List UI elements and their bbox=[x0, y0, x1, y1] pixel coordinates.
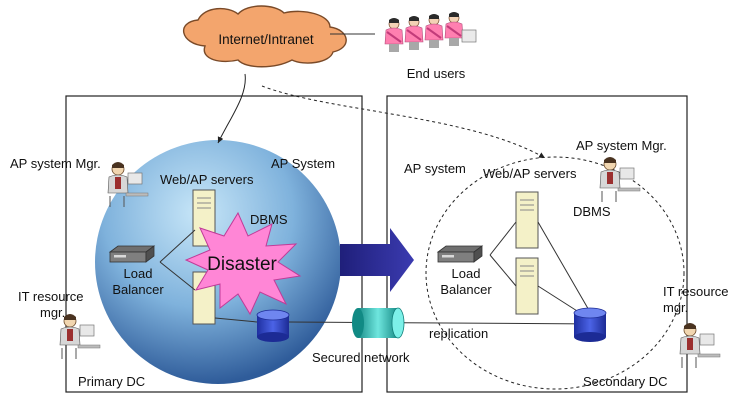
disaster-burst: Disaster bbox=[184, 211, 302, 316]
secondary-lb-label-2: Balancer bbox=[440, 282, 492, 297]
user-figure-3 bbox=[424, 13, 444, 49]
secondary-dbms-label: DBMS bbox=[573, 204, 611, 219]
secondary-db-icon bbox=[573, 307, 607, 342]
failover-arrow bbox=[340, 228, 414, 292]
secondary-server1-db-link bbox=[537, 221, 591, 313]
user-monitor-icon bbox=[461, 29, 477, 43]
secondary-ap-system-mgr-figure bbox=[599, 156, 641, 203]
secondary-it-resource-mgr-label-1: IT resource bbox=[663, 284, 729, 299]
primary-ap-system-mgr-label: AP system Mgr. bbox=[10, 156, 101, 171]
user-figure-4 bbox=[444, 11, 464, 47]
primary-ap-system-label: AP System bbox=[271, 156, 335, 171]
internet-to-primary-arrow bbox=[217, 73, 246, 144]
primary-it-resource-mgr-label-2: mgr. bbox=[40, 305, 65, 320]
secured-network-cylinder-icon bbox=[352, 307, 405, 339]
primary-lb-label-2: Balancer bbox=[112, 282, 164, 297]
primary-load-balancer-icon bbox=[109, 245, 155, 263]
primary-dbms-label: DBMS bbox=[250, 212, 288, 227]
primary-lb-label-1: Load bbox=[124, 266, 153, 281]
secondary-server-1 bbox=[515, 191, 539, 249]
primary-it-resource-mgr-label-1: IT resource bbox=[18, 289, 84, 304]
primary-lb-link-1 bbox=[159, 229, 196, 263]
internet-to-secondary-dashed-arrow bbox=[261, 85, 546, 159]
internet-label: Internet/Intranet bbox=[218, 32, 314, 47]
secondary-load-balancer-icon bbox=[437, 245, 483, 263]
secondary-ap-system-mgr-label: AP system Mgr. bbox=[576, 138, 667, 153]
cloud-internet: Internet/Intranet bbox=[182, 5, 347, 68]
secondary-web-ap-servers-label: Web/AP servers bbox=[483, 166, 577, 181]
secondary-server-2 bbox=[515, 257, 539, 315]
primary-db-icon bbox=[256, 309, 290, 342]
end-users-group: End users bbox=[330, 11, 477, 81]
secondary-ap-system-circle bbox=[425, 156, 685, 390]
disaster-label: Disaster bbox=[207, 254, 277, 275]
secondary-dc-label: Secondary DC bbox=[583, 374, 668, 389]
user-figure-2 bbox=[404, 15, 424, 51]
primary-web-ap-servers-label: Web/AP servers bbox=[160, 172, 254, 187]
secondary-lb-link-1 bbox=[489, 221, 517, 256]
primary-dc-label: Primary DC bbox=[78, 374, 145, 389]
secondary-lb-link-2 bbox=[489, 254, 517, 287]
secondary-ap-system-label: AP system bbox=[404, 161, 466, 176]
secondary-it-resource-mgr-label-2: mgr. bbox=[663, 300, 688, 315]
user-figure-1 bbox=[384, 17, 404, 53]
secondary-it-resource-mgr-figure bbox=[679, 322, 721, 369]
end-users-label: End users bbox=[407, 66, 466, 81]
secured-network-label: Secured network bbox=[312, 350, 410, 365]
primary-lb-link-2 bbox=[159, 261, 196, 291]
replication-label: replication bbox=[429, 326, 488, 341]
secondary-lb-label-1: Load bbox=[452, 266, 481, 281]
replication-line bbox=[288, 321, 601, 325]
primary-server-db-link bbox=[214, 317, 258, 323]
